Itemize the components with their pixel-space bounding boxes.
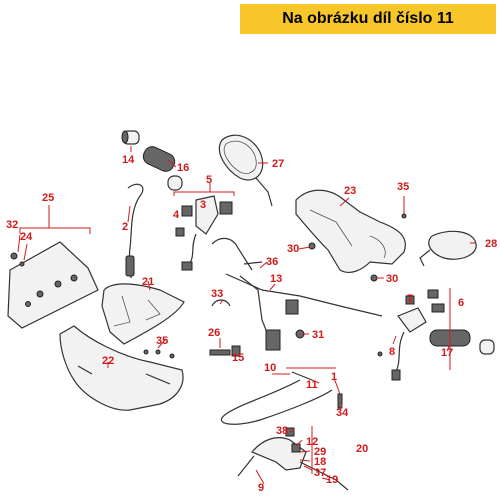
- part-drawing-17: [429, 329, 495, 355]
- part-label-24: 24: [20, 231, 33, 243]
- part-drawing-25: [7, 241, 99, 329]
- bracket-5: [173, 191, 235, 196]
- part-label-10: 10: [264, 362, 276, 374]
- part-label-23: 23: [344, 185, 356, 197]
- part-label-2: 2: [122, 221, 128, 233]
- part-label-30a: 30: [287, 243, 299, 255]
- part-label-35-lower: 35: [156, 335, 168, 347]
- part-label-15: 15: [232, 352, 244, 364]
- part-drawing-24: [19, 261, 25, 267]
- part-drawing-21: [101, 283, 185, 345]
- part-drawing-28: [419, 230, 477, 267]
- part-drawing-32: [10, 252, 18, 260]
- banner-text: Na obrázku díl číslo 11: [282, 10, 454, 27]
- part-label-27: 27: [272, 158, 284, 170]
- part-label-36: 36: [266, 256, 278, 268]
- part-label-34: 34: [336, 407, 349, 419]
- part-drawing-10: [220, 371, 333, 425]
- part-label-30b: 30: [386, 273, 398, 285]
- part-label-20: 20: [356, 443, 368, 455]
- part-label-8: 8: [389, 346, 395, 358]
- part-label-6: 6: [458, 297, 464, 309]
- part-label-38: 38: [276, 425, 288, 437]
- part-label-31: 31: [312, 329, 324, 341]
- part-drawing-36: [211, 237, 263, 271]
- part-drawing-13: [225, 273, 383, 351]
- part-label-12: 12: [306, 436, 318, 448]
- part-drawing-16: [142, 146, 183, 191]
- part-number-banner: Na obrázku díl číslo 11: [240, 4, 496, 34]
- bracket-25: [19, 227, 91, 234]
- part-label-16: 16: [177, 162, 189, 174]
- part-drawing-30a: [308, 242, 316, 250]
- part-drawing-23: [295, 189, 406, 274]
- part-label-33: 33: [211, 288, 223, 300]
- part-label-11: 11: [306, 379, 318, 391]
- part-label-22: 22: [102, 355, 114, 367]
- part-drawing-15: [209, 345, 241, 357]
- part-label-14: 14: [122, 154, 135, 166]
- part-drawing-2: [125, 183, 144, 279]
- part-label-29: 29: [314, 446, 326, 458]
- part-label-37: 37: [314, 467, 326, 479]
- leader-lines: [17, 146, 475, 485]
- part-label-9: 9: [258, 482, 264, 494]
- part-drawing-35-upper: [401, 213, 407, 219]
- part-label-21: 21: [142, 276, 154, 288]
- part-label-5: 5: [206, 174, 212, 186]
- part-label-32: 32: [6, 219, 18, 231]
- part-label-4: 4: [173, 209, 180, 221]
- part-drawing-35-lower: [143, 349, 175, 359]
- part-label-26: 26: [208, 327, 220, 339]
- part-label-25: 25: [42, 192, 54, 204]
- part-label-1: 1: [331, 371, 337, 383]
- part-label-18: 18: [314, 456, 326, 468]
- part-drawing-14: [121, 130, 140, 145]
- part-drawing-27: [218, 134, 273, 207]
- part-drawing-33: [211, 299, 231, 307]
- part-label-28: 28: [485, 238, 497, 250]
- part-drawing-22: [59, 325, 184, 411]
- part-label-3: 3: [200, 199, 206, 211]
- part-label-13: 13: [270, 273, 282, 285]
- part-drawing-34: [337, 393, 343, 409]
- part-label-17: 17: [441, 347, 453, 359]
- part-label-7: 7: [407, 293, 413, 305]
- part-label-19: 19: [326, 474, 338, 486]
- part-label-35-upper: 35: [397, 181, 409, 193]
- part-drawing-5: [175, 195, 233, 271]
